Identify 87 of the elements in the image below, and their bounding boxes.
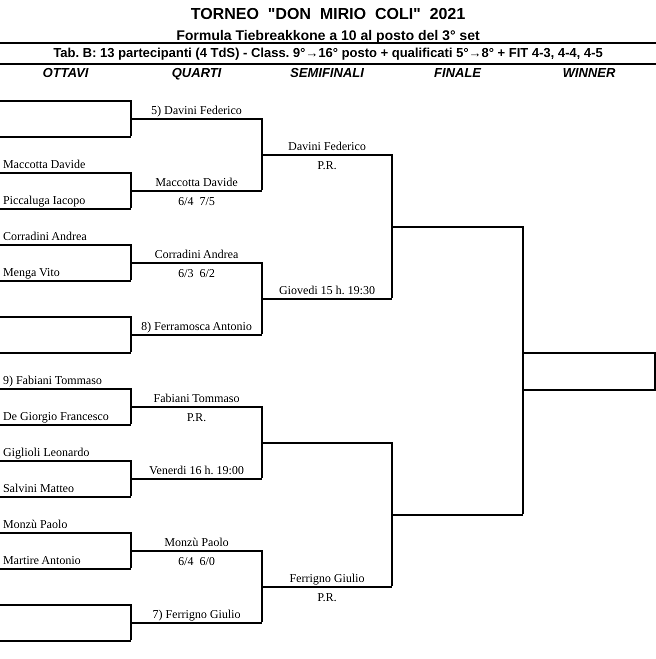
player-name: Maccotta Davide [3,157,86,171]
bracket-connector [261,442,263,478]
bracket-connector [130,118,132,136]
player-name: Giovedi 15 h. 19:30 [279,283,375,297]
bracket-slot [0,553,131,570]
bracket-slot [262,139,392,156]
bracket-slot [131,103,262,120]
bracket-connector [391,226,393,298]
bracket-connector [391,154,393,226]
bracket-connector [130,604,132,622]
bracket-slot [131,247,262,264]
bracket-connector [261,550,263,586]
player-name: Martire Antonio [3,553,81,567]
bracket-connector [391,442,393,514]
bracket-slot [262,571,392,588]
bracket-connector [391,514,393,586]
round-heading: WINNER [562,65,616,80]
match-note: P.R. [316,157,338,173]
subtitle: Formula Tiebreakkone a 10 al posto del 3° set [175,27,481,43]
player-name: De Giorgio Francesco [3,409,109,423]
winner-box [523,352,656,391]
bracket-connector [130,244,132,262]
bracket-connector [261,298,263,334]
bracket-connector [130,460,132,478]
bracket-connector [130,172,132,190]
bracket-connector [261,154,263,190]
player-name: Fabiani Tommaso [154,391,240,405]
match-note: 6/3 6/2 [177,265,216,281]
player-name: Maccotta Davide [155,175,238,189]
player-name: Menga Vito [3,265,60,279]
bracket-slot [0,481,131,498]
player-name: Corradini Andrea [3,229,87,243]
bracket-connector [261,118,263,154]
bracket-connector [522,370,524,514]
bracket-slot [131,535,262,552]
bracket-connector [130,334,132,352]
player-name: Davini Federico [288,139,366,153]
match-note: P.R. [186,409,208,425]
player-name: 7) Ferrigno Giulio [152,607,240,621]
player-name: Salvini Matteo [3,481,74,495]
player-name: 5) Davini Federico [151,103,242,117]
player-name: Piccaluga Iacopo [3,193,86,207]
bracket-connector [130,316,132,334]
match-note: 6/4 7/5 [177,193,216,209]
title: TORNEO "DON MIRIO COLI" 2021 [190,6,466,24]
bracket-connector [130,478,132,496]
player-name: Ferrigno Giulio [290,571,364,585]
bracket-slot [131,607,262,624]
player-name: 8) Ferramosca Antonio [141,319,252,333]
player-name: Venerdi 16 h. 19:00 [149,463,244,477]
bracket-connector [130,532,132,550]
player-name: 9) Fabiani Tommaso [3,373,102,387]
match-note: 6/4 6/0 [177,553,216,569]
bracket-connector [130,190,132,208]
bracket-slot [0,445,131,462]
bracket-connector [261,406,263,442]
bracket-connector [130,550,132,568]
bracket-slot [0,229,131,246]
round-heading: OTTAVI [42,65,90,80]
bracket-connector [130,262,132,280]
player-name: Monzù Paolo [3,517,68,531]
bracket-slot [131,319,262,336]
bracket-slot [0,409,131,426]
round-heading: FINALE [433,65,482,80]
bracket-slot [0,373,131,390]
bracket-slot [0,193,131,210]
table-info: Tab. B: 13 partecipanti (4 TdS) - Class. 9°→16° posto + qualificati 5°→8° + FIT 4-3, 4-4, 4-5 [52,45,604,60]
bracket-slot [262,283,392,300]
player-name: Giglioli Leonardo [3,445,90,459]
bracket-connector [130,388,132,406]
player-name: Monzù Paolo [164,535,229,549]
bracket-slot [131,391,262,408]
player-name: Corradini Andrea [154,247,238,261]
bracket-slot [0,265,131,282]
bracket-slot [131,463,262,480]
bracket-connector [130,622,132,640]
match-note: P.R. [316,589,338,605]
bracket-connector [130,406,132,424]
bracket-slot [0,517,131,534]
bracket-slot [131,175,262,192]
round-heading: QUARTI [170,65,222,80]
bracket-connector [261,262,263,298]
bracket-connector [522,226,524,370]
round-heading: SEMIFINALI [289,65,365,80]
bracket-slot [0,157,131,174]
bracket-connector [261,586,263,622]
bracket-connector [130,100,132,118]
